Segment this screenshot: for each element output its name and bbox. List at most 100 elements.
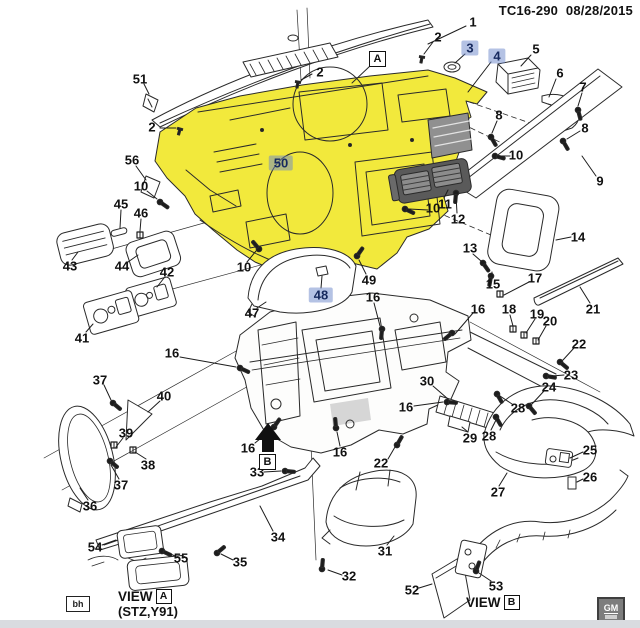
callout: 16 bbox=[365, 289, 381, 305]
callout: 55 bbox=[173, 550, 189, 566]
section-b-arrow bbox=[255, 423, 281, 452]
section-a-leader bbox=[351, 65, 371, 84]
part-45-strip bbox=[110, 227, 128, 237]
callout: 18 bbox=[501, 301, 517, 317]
callout: 47 bbox=[244, 305, 260, 321]
callout: 10 bbox=[236, 259, 252, 275]
part-11-center-vents bbox=[388, 158, 472, 204]
callout: 15 bbox=[485, 276, 501, 292]
callout: 23 bbox=[563, 367, 579, 383]
callout: 29 bbox=[462, 430, 478, 446]
callout: 31 bbox=[377, 543, 393, 559]
callout: 24 bbox=[541, 379, 557, 395]
callout-selected[interactable]: 3 bbox=[461, 40, 479, 56]
callout: 46 bbox=[133, 205, 149, 221]
callout: 6 bbox=[556, 65, 564, 81]
view-a-note: (STZ,Y91) bbox=[118, 604, 178, 619]
part-21-trim-strip bbox=[533, 257, 624, 306]
part-14-bezel bbox=[487, 188, 560, 272]
callout: 16 bbox=[398, 399, 414, 415]
callout: 42 bbox=[159, 264, 175, 280]
section-marker-a: A bbox=[369, 51, 386, 67]
callout-selected[interactable]: 50 bbox=[268, 155, 294, 171]
callout: 36 bbox=[82, 498, 98, 514]
ip-carrier-structure bbox=[234, 292, 557, 454]
callout: 43 bbox=[62, 258, 78, 274]
callout: 25 bbox=[582, 442, 598, 458]
callout: 11 bbox=[438, 196, 452, 212]
page-code-badge: bh bbox=[66, 596, 90, 612]
callout: 12 bbox=[450, 211, 466, 227]
callout: 39 bbox=[118, 425, 134, 441]
sheet-title: TC16-290 08/28/2015 bbox=[498, 3, 633, 18]
callout: 37 bbox=[113, 477, 129, 493]
view-b-label: VIEW B bbox=[466, 595, 520, 610]
callout: 9 bbox=[596, 173, 604, 189]
part-43-side-vent bbox=[56, 223, 114, 266]
callout: 10 bbox=[133, 178, 149, 194]
callout: 49 bbox=[361, 272, 377, 288]
callout: 8 bbox=[581, 120, 589, 136]
callout: 28 bbox=[510, 400, 526, 416]
callout-selected[interactable]: 48 bbox=[308, 287, 334, 303]
instrument-panel-selected-part[interactable] bbox=[154, 66, 488, 298]
callout: 53 bbox=[488, 578, 504, 594]
callout-selected[interactable]: 4 bbox=[488, 48, 506, 64]
callout: 17 bbox=[527, 270, 543, 286]
callout: 45 bbox=[113, 196, 129, 212]
callout: 16 bbox=[470, 301, 486, 317]
callout: 34 bbox=[270, 529, 286, 545]
part-36-end-cap bbox=[58, 405, 116, 513]
callout: 1 bbox=[469, 14, 477, 30]
callout: 5 bbox=[532, 41, 540, 57]
view-a-letter-box: A bbox=[155, 589, 172, 604]
gm-logo-bar bbox=[605, 615, 617, 619]
defroster-grille bbox=[142, 19, 434, 128]
part-3-grommet bbox=[443, 61, 461, 73]
callout: 14 bbox=[570, 229, 586, 245]
callout: 51 bbox=[132, 71, 148, 87]
callout: 2 bbox=[316, 64, 324, 80]
part-44-vent-bezel bbox=[125, 230, 182, 278]
callout: 22 bbox=[373, 455, 389, 471]
view-b-letter-box: B bbox=[503, 595, 520, 610]
callout: 22 bbox=[571, 336, 587, 352]
part-31-lower-cover bbox=[321, 469, 417, 547]
part-25-latch bbox=[544, 448, 577, 490]
callout: 16 bbox=[164, 345, 180, 361]
view-a-text: VIEW bbox=[118, 589, 153, 604]
section-marker-b: B bbox=[259, 454, 276, 470]
callout: 30 bbox=[419, 373, 435, 389]
callout: 10 bbox=[425, 200, 441, 216]
callout: 19 bbox=[529, 306, 545, 322]
part-56-strip bbox=[140, 175, 161, 199]
callout: 37 bbox=[92, 372, 108, 388]
part-42-switch-plate bbox=[125, 276, 177, 318]
callout: 7 bbox=[579, 79, 587, 95]
leader-lines bbox=[71, 25, 597, 589]
callout: 27 bbox=[490, 484, 506, 500]
callout: 54 bbox=[87, 539, 103, 555]
callout: 13 bbox=[462, 240, 478, 256]
callout: 52 bbox=[404, 582, 420, 598]
callout: 41 bbox=[74, 330, 90, 346]
gm-logo-text: GM bbox=[603, 603, 619, 614]
part-40-filler bbox=[125, 399, 153, 441]
callout: 35 bbox=[232, 554, 248, 570]
callout: 8 bbox=[495, 107, 503, 123]
view-b-text: VIEW bbox=[466, 595, 501, 610]
callout: 40 bbox=[156, 388, 172, 404]
callout: 16 bbox=[332, 444, 348, 460]
callout: 16 bbox=[240, 440, 256, 456]
callout: 2 bbox=[148, 119, 156, 135]
callout: 38 bbox=[140, 457, 156, 473]
callout: 56 bbox=[124, 152, 140, 168]
view-a-label: VIEW A bbox=[118, 589, 172, 604]
view-a-lid-detail bbox=[87, 525, 190, 591]
callout: 26 bbox=[582, 469, 598, 485]
callout: 2 bbox=[434, 29, 442, 45]
callout: 32 bbox=[341, 568, 357, 584]
callout: 10 bbox=[508, 147, 524, 163]
